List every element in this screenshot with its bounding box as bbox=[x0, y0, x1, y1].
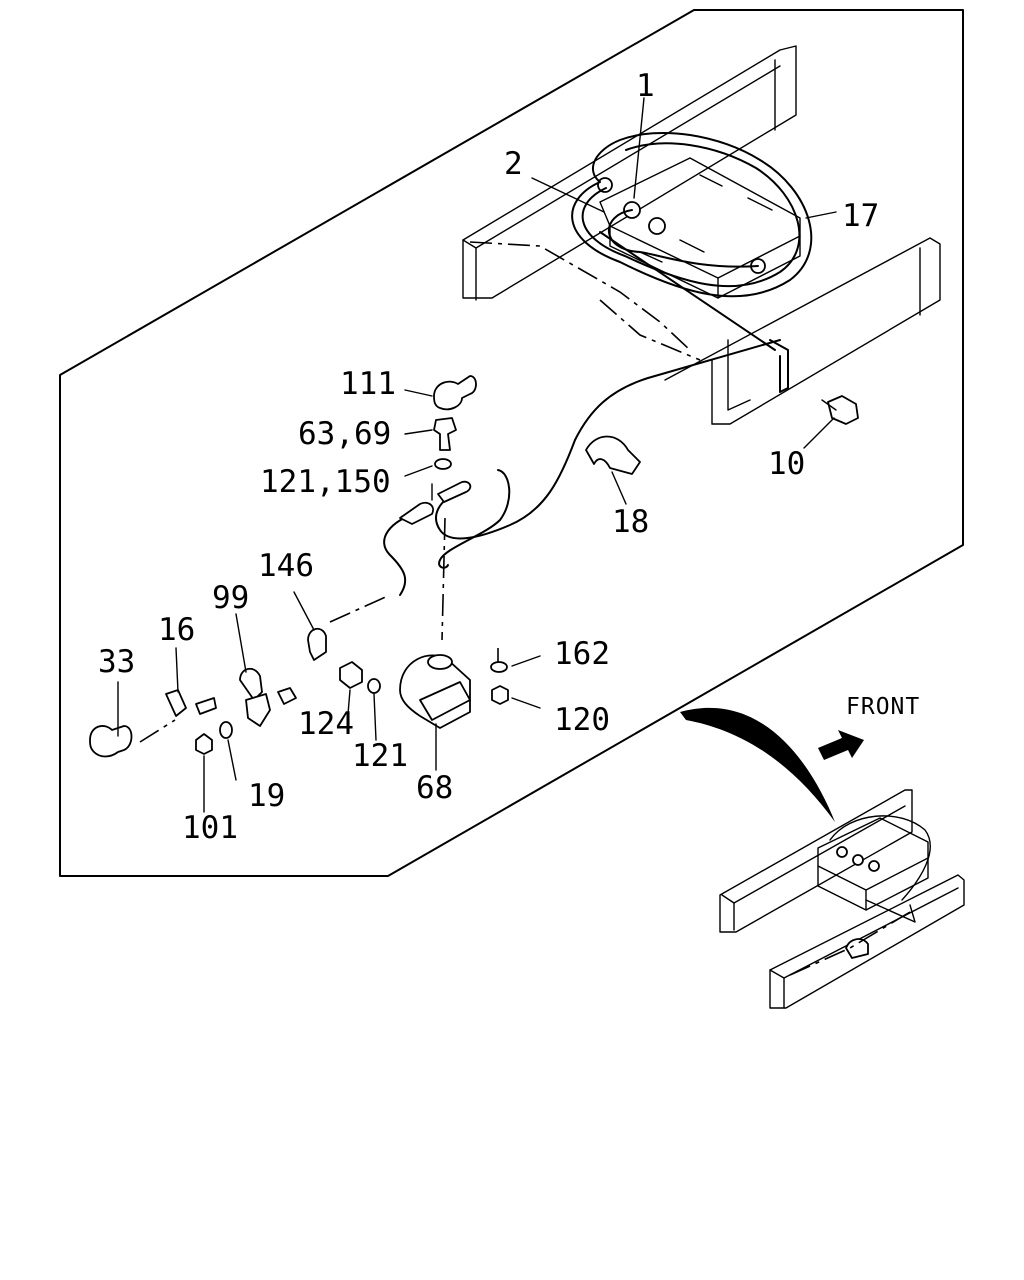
label-part-33: 33 bbox=[98, 644, 135, 680]
label-part-18: 18 bbox=[612, 504, 649, 540]
nut-101 bbox=[195, 733, 213, 755]
front-indicator bbox=[680, 707, 864, 822]
label-part-101: 101 bbox=[182, 810, 238, 846]
leader-lines bbox=[117, 97, 837, 813]
centerline-2 bbox=[599, 299, 701, 361]
label-part-111: 111 bbox=[340, 366, 396, 402]
front-label: FRONT bbox=[846, 694, 920, 720]
starter-cable bbox=[435, 377, 649, 540]
bracket-10 bbox=[769, 339, 789, 393]
label-part-68: 68 bbox=[416, 770, 453, 806]
label-part-124: 124 bbox=[298, 706, 354, 742]
centerline-5 bbox=[139, 719, 176, 743]
label-part-146: 146 bbox=[258, 548, 314, 584]
washer-162 bbox=[490, 661, 508, 673]
label-part-1: 1 bbox=[636, 68, 655, 104]
frame-rail-upper bbox=[462, 45, 797, 301]
clip-99 bbox=[239, 667, 297, 727]
centerline-1 bbox=[469, 241, 691, 351]
label-part-121-150: 121,150 bbox=[260, 464, 391, 500]
washer-19 bbox=[219, 721, 233, 739]
label-part-17: 17 bbox=[842, 198, 879, 234]
clip-146 bbox=[307, 627, 327, 661]
terminal-16 bbox=[165, 689, 217, 717]
label-part-2: 2 bbox=[504, 146, 523, 182]
front-arrow-icon bbox=[818, 730, 864, 760]
label-part-16: 16 bbox=[158, 612, 195, 648]
cable-loop bbox=[383, 511, 421, 596]
battery-cable-17 bbox=[571, 131, 813, 298]
label-part-63-69: 63,69 bbox=[298, 416, 391, 452]
washer-121 bbox=[367, 678, 381, 694]
terminal-cap-111 bbox=[433, 375, 477, 411]
view-pointer-icon bbox=[680, 707, 835, 822]
label-part-162: 162 bbox=[554, 636, 610, 672]
nut-120 bbox=[491, 685, 509, 705]
cable-lugs bbox=[399, 480, 472, 525]
label-part-10: 10 bbox=[768, 446, 805, 482]
label-part-19: 19 bbox=[248, 778, 285, 814]
frame-rail-lower bbox=[664, 237, 941, 425]
bolt-124 bbox=[339, 661, 363, 689]
clamp-18 bbox=[585, 435, 641, 475]
callout-labels: 1 2 17 111 63,69 121,150 10 18 146 99 16… bbox=[98, 68, 920, 846]
starter-68 bbox=[399, 654, 471, 729]
label-part-120: 120 bbox=[554, 702, 610, 738]
bolt-10 bbox=[821, 395, 859, 425]
washer-121-150 bbox=[434, 458, 452, 470]
starter-cable-2 bbox=[438, 469, 511, 569]
battery-cable-2 bbox=[607, 209, 759, 268]
ground-cable bbox=[599, 231, 781, 379]
inset-view bbox=[719, 789, 965, 1009]
bolt-63-69 bbox=[433, 417, 457, 451]
diagram-frame bbox=[59, 9, 964, 877]
cap-33 bbox=[89, 725, 133, 758]
label-part-99: 99 bbox=[212, 580, 249, 616]
label-part-121: 121 bbox=[352, 738, 408, 774]
centerline-3 bbox=[441, 517, 446, 641]
battery-cable-17-inner bbox=[581, 142, 801, 288]
centerline-4 bbox=[329, 594, 391, 623]
